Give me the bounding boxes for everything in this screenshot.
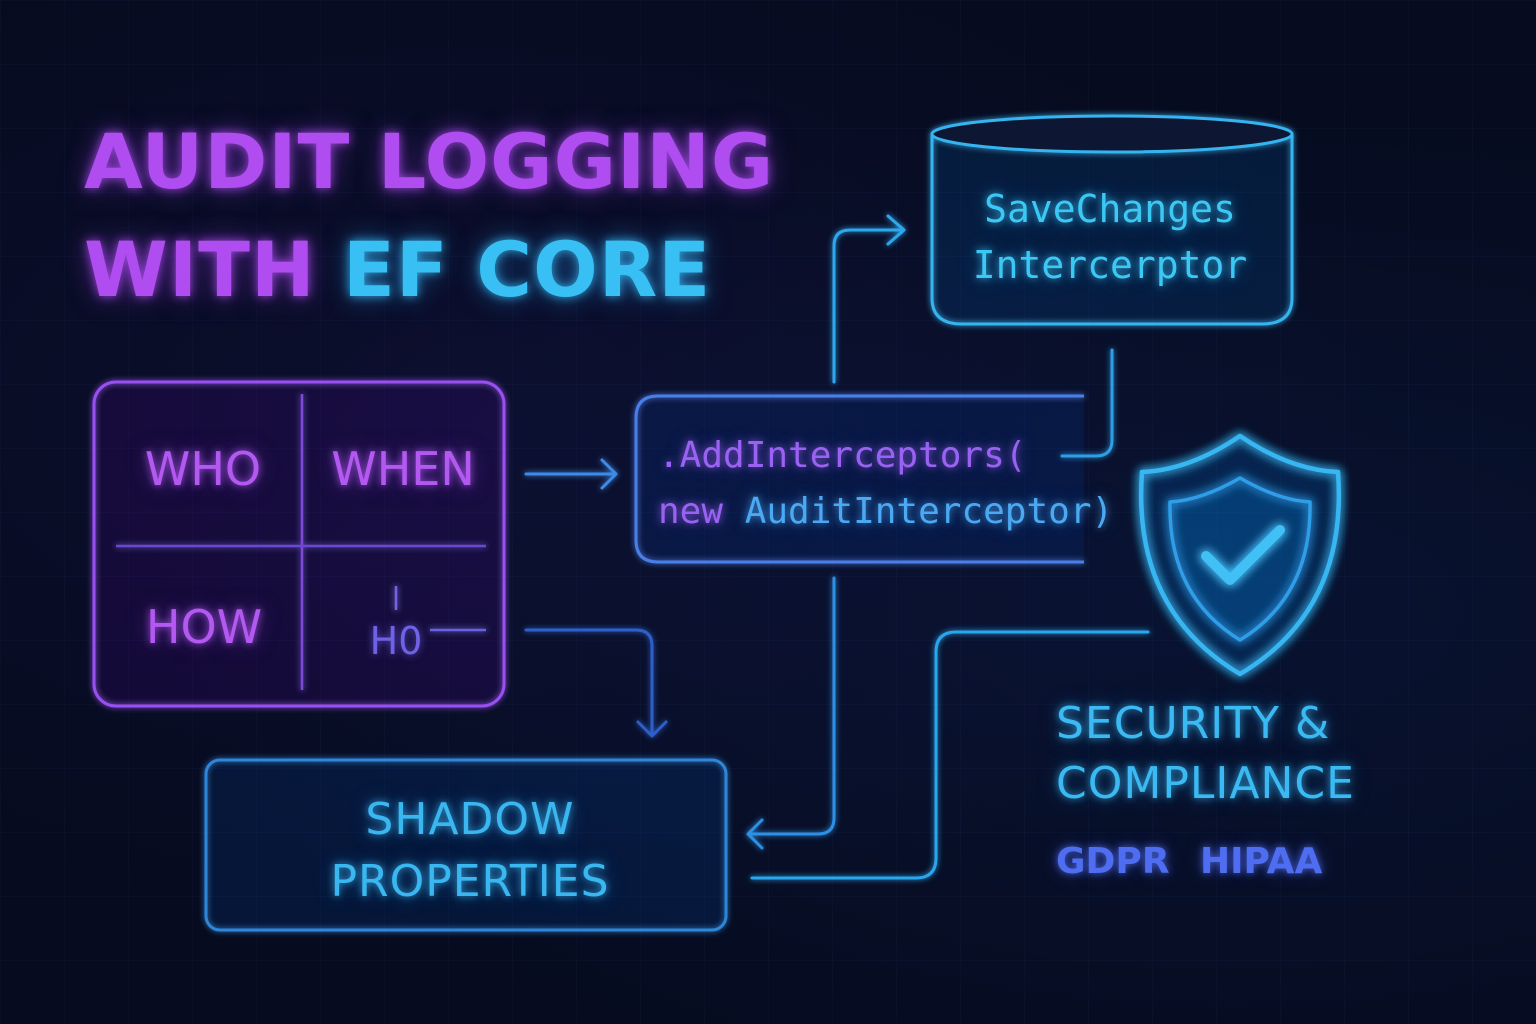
title-prefix: WITH: [84, 225, 344, 314]
quadrant-how-label: HOW: [145, 600, 263, 654]
code-box: [634, 394, 1084, 564]
shadow-properties-line-1: SHADOW: [365, 794, 575, 845]
quadrant-box: [92, 380, 506, 708]
title-line-1: AUDIT LOGGING: [84, 117, 775, 206]
database-cylinder-icon: [930, 114, 1294, 326]
database-label-line-1: SaveChanges: [984, 187, 1236, 231]
title-highlight: EF CORE: [343, 225, 712, 314]
quadrant-fourth-label: H0: [369, 619, 423, 663]
arrow-code-to-database: [832, 214, 906, 384]
shield-check-icon: [1138, 433, 1342, 677]
code-audit-interceptor: AuditInterceptor): [723, 491, 1114, 532]
shadow-properties-box: [204, 758, 728, 932]
title-line-2: WITH EF CORE: [84, 232, 711, 308]
security-line-2: COMPLIANCE: [1056, 758, 1355, 809]
quadrant-who-label: WHO: [144, 442, 262, 496]
checkmark-icon: [1201, 525, 1285, 585]
security-line-1: SECURITY &: [1056, 698, 1331, 749]
database-label-line-2: Intercerptor: [972, 243, 1248, 287]
standard-gdpr: GDPR: [1056, 841, 1170, 882]
arrow-quadrant-to-code: [524, 458, 618, 490]
connector-database-to-code: [1060, 348, 1114, 458]
quadrant-when-label: WHEN: [331, 442, 475, 496]
arrow-code-to-shadow: [746, 576, 836, 850]
code-line-1: .AddInterceptors(: [658, 435, 1027, 476]
code-line-2: new AuditInterceptor): [658, 494, 1113, 530]
standard-hipaa: HIPAA: [1200, 841, 1323, 882]
connector-shield-to-shadow: [750, 630, 1150, 880]
code-keyword-new: new: [658, 491, 724, 532]
arrow-quadrant-to-shadow: [524, 628, 668, 738]
shadow-properties-line-2: PROPERTIES: [330, 856, 610, 907]
